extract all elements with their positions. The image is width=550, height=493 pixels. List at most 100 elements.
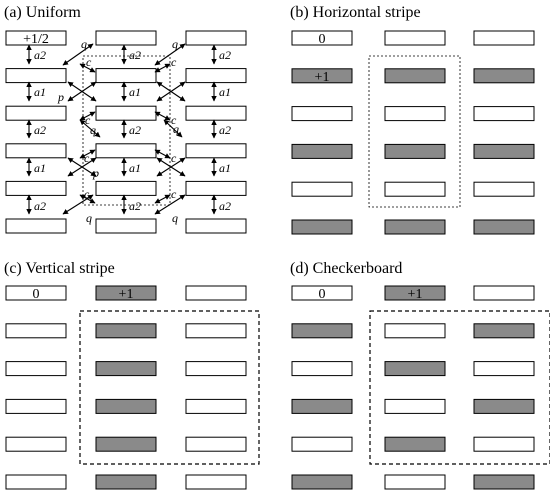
svg-text:a1: a1: [219, 85, 231, 99]
svg-text:q: q: [81, 37, 87, 51]
empty-site: [95, 218, 157, 234]
empty-site: [95, 105, 157, 121]
svg-text:c: c: [171, 187, 177, 201]
filled-site: [473, 323, 535, 339]
unit-cell-box-b: [368, 55, 461, 208]
filled-site: [384, 436, 446, 452]
empty-site: [473, 285, 535, 301]
empty-site: [473, 30, 535, 46]
empty-site: [185, 474, 247, 490]
svg-text:a2: a2: [129, 48, 141, 62]
empty-site: [95, 143, 157, 159]
empty-site: [5, 105, 67, 121]
empty-site: [185, 361, 247, 377]
svg-text:q: q: [86, 211, 92, 225]
filled-site: [384, 361, 446, 377]
svg-text:a1: a1: [129, 161, 141, 175]
panel-d-checkerboard: 0 +1: [291, 285, 535, 490]
filled-site: [95, 398, 157, 414]
empty-site: [384, 30, 446, 46]
svg-text:c: c: [84, 151, 90, 165]
empty-site: [185, 218, 247, 234]
svg-text:c: c: [84, 187, 90, 201]
empty-site: [473, 181, 535, 197]
filled-site: [95, 285, 157, 301]
empty-site: [185, 285, 247, 301]
caption-uniform: (a) Uniform: [4, 4, 81, 21]
filled-site: [291, 474, 353, 490]
empty-site: [5, 361, 67, 377]
svg-text:p: p: [57, 90, 64, 104]
svg-text:q: q: [90, 123, 96, 137]
svg-text:a2: a2: [129, 199, 141, 213]
caption-vertical-stripe: (c) Vertical stripe: [4, 260, 115, 277]
svg-text:c: c: [86, 55, 92, 69]
svg-text:a2: a2: [34, 123, 46, 137]
empty-site: [185, 105, 247, 121]
svg-text:q: q: [173, 122, 179, 136]
empty-site: [185, 30, 247, 46]
vertical-bond-labels: a2 a1 a2 a1 a2 a2 a1 a2 a1 a2 a2 a1 a2 a…: [34, 48, 231, 213]
filled-site: [473, 68, 535, 84]
empty-site: [185, 398, 247, 414]
svg-text:a1: a1: [129, 85, 141, 99]
empty-site: [473, 436, 535, 452]
site-charge-label: 0: [319, 32, 326, 47]
svg-text:a2: a2: [34, 48, 46, 62]
filled-site: [291, 143, 353, 159]
empty-site: [291, 361, 353, 377]
site-charge-label: 0: [33, 287, 40, 302]
empty-site: [5, 218, 67, 234]
filled-site: [473, 398, 535, 414]
empty-site: [291, 30, 353, 46]
svg-text:a2: a2: [219, 123, 231, 137]
site-charge-label: +1: [119, 287, 134, 302]
empty-site: [5, 436, 67, 452]
filled-site: [473, 219, 535, 235]
filled-site: [291, 398, 353, 414]
filled-site: [95, 323, 157, 339]
svg-text:c: c: [171, 113, 177, 127]
empty-site: [95, 30, 157, 46]
site-charge-label: +1/2: [23, 32, 49, 47]
site-charge-label: +1: [315, 70, 330, 85]
filled-site: [384, 68, 446, 84]
empty-site: [5, 30, 67, 46]
empty-site: [384, 474, 446, 490]
svg-text:a2: a2: [219, 199, 231, 213]
filled-site: [291, 219, 353, 235]
svg-text:a2: a2: [129, 123, 141, 137]
filled-site: [384, 143, 446, 159]
site-charge-label: +1: [408, 287, 423, 302]
diagonal-bond-labels: q q q q q q c c c c c c c c p p: [57, 37, 179, 225]
empty-site: [384, 106, 446, 122]
empty-site: [5, 68, 67, 84]
svg-text:q: q: [172, 211, 178, 225]
empty-site: [95, 180, 157, 196]
filled-site: [291, 323, 353, 339]
svg-text:c: c: [171, 151, 177, 165]
empty-site: [95, 68, 157, 84]
empty-site: [5, 398, 67, 414]
site-charge-label: 0: [319, 287, 326, 302]
svg-text:a1: a1: [34, 161, 46, 175]
empty-site: [5, 474, 67, 490]
filled-site: [384, 285, 446, 301]
empty-site: [384, 323, 446, 339]
bond-annotations: a2 a1 a2 a1 a2 a2 a1 a2 a1 a2 a2 a1 a2 a…: [26, 37, 231, 225]
caption-checkerboard: (d) Checkerboard: [290, 260, 402, 277]
empty-site: [185, 436, 247, 452]
svg-text:c: c: [171, 55, 177, 69]
filled-site: [384, 219, 446, 235]
unit-cell-box-d: [369, 310, 550, 465]
svg-text:p: p: [92, 166, 99, 180]
empty-site: [185, 323, 247, 339]
empty-site: [473, 106, 535, 122]
empty-site: [384, 181, 446, 197]
svg-text:q: q: [172, 37, 178, 51]
empty-site: [291, 181, 353, 197]
unit-cell-box-c: [79, 310, 260, 465]
diagonal-bond-arrows: [62, 43, 186, 215]
vertical-bond-arrows: [26, 44, 217, 215]
